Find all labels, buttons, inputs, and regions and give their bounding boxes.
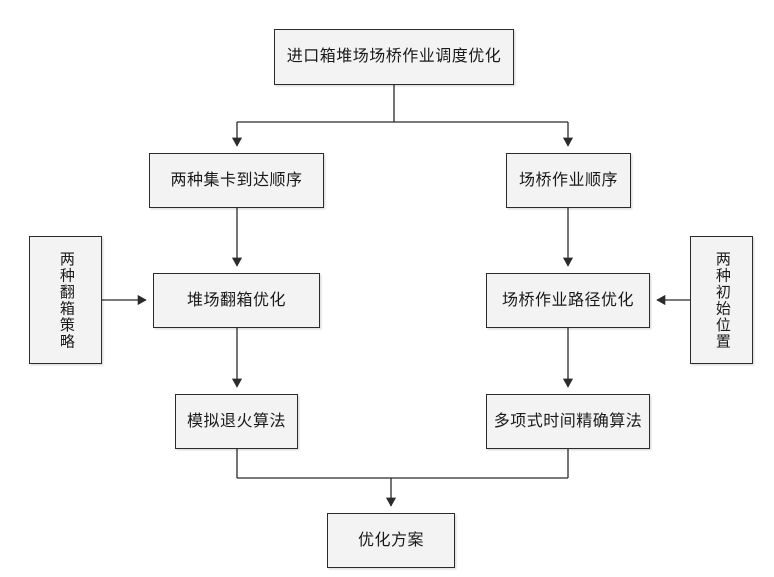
node-left-branch[interactable]: 两种集卡到达顺序	[149, 153, 324, 208]
node-right-model-label: 场桥作业路径优化	[501, 291, 634, 309]
node-left-branch-label: 两种集卡到达顺序	[170, 171, 303, 189]
node-left-model[interactable]: 堆场翻箱优化	[153, 273, 320, 328]
node-right-model[interactable]: 场桥作业路径优化	[486, 273, 650, 328]
node-right-algorithm[interactable]: 多项式时间精确算法	[486, 394, 650, 449]
node-right-branch[interactable]: 场桥作业顺序	[506, 153, 631, 208]
node-root-label: 进口箱堆场场桥作业调度优化	[286, 48, 502, 65]
node-result-label: 优化方案	[357, 531, 424, 549]
node-left-model-label: 堆场翻箱优化	[186, 291, 286, 309]
node-right-input[interactable]: 两种初始位置	[690, 236, 753, 364]
node-left-input[interactable]: 两种翻箱策略	[29, 236, 102, 364]
node-left-algorithm-label: 模拟退火算法	[186, 412, 286, 430]
node-right-input-label: 两种初始位置	[713, 250, 730, 350]
node-right-branch-label: 场桥作业顺序	[518, 171, 618, 189]
node-result[interactable]: 优化方案	[327, 513, 455, 568]
node-right-algorithm-label: 多项式时间精确算法	[493, 412, 643, 430]
node-left-input-label: 两种翻箱策略	[57, 250, 74, 350]
node-left-algorithm[interactable]: 模拟退火算法	[175, 394, 298, 449]
node-root[interactable]: 进口箱堆场场桥作业调度优化	[274, 29, 514, 85]
